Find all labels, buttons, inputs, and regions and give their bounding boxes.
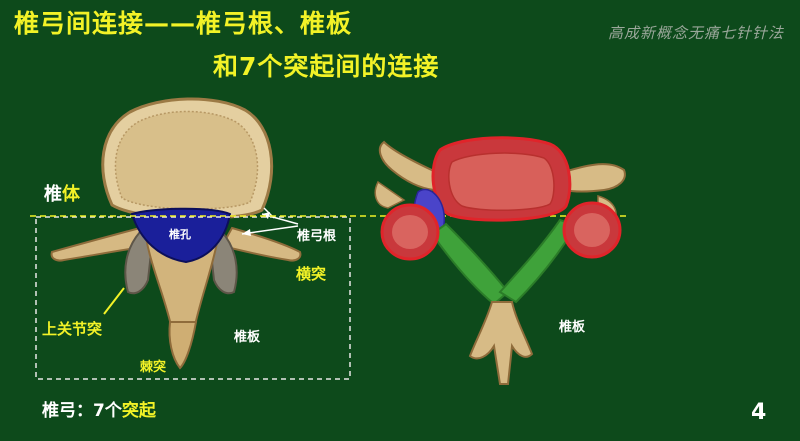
label-superior-articular-process: 上关节突 [42,320,103,338]
right-transverse-arm-right [563,163,626,193]
label-pedicle: 椎弓根 [297,229,337,244]
left-vertebra-illustration [35,97,351,380]
left-spinous-process [168,321,198,370]
label-vertebral-body-part2: 体 [62,184,80,205]
label-lamina-right: 椎板 [559,320,586,335]
label-transverse-process: 横突 [296,265,327,283]
right-lamina-right [498,218,578,304]
left-transverse-process-left [50,226,152,262]
left-vertebral-body-spongy [114,110,259,210]
left-region-box [35,216,351,380]
footnote-term: 椎弓 [42,401,76,421]
page-number: 4 [751,400,767,425]
label-vertebral-foramen: 椎孔 [169,228,191,241]
label-lamina-left: 椎板 [234,330,261,345]
left-transverse-process-right [220,226,302,262]
slide-title-line1: 椎弓间连接——椎弓根、椎板 [14,9,353,38]
left-vertebral-foramen [130,207,232,264]
label-spinous-process: 棘突 [140,360,167,375]
right-lamina-left [430,222,510,306]
footnote-count: 7个 [93,401,122,421]
footnote-rest: 突起 [121,401,156,421]
label-vertebral-body-part1: 椎 [44,184,62,205]
right-transverse-arm-left [378,140,438,192]
watermark: 高成新概念无痛七针针法 [607,24,784,42]
footnote: 椎弓：7个突起 [42,396,156,421]
right-spinous-process [468,301,534,385]
footnote-separator: ： [76,401,93,421]
articular-pointer-line [103,287,125,315]
label-vertebral-body: 椎体 [44,180,80,206]
right-vertebra-illustration [374,136,626,385]
slide-title-line2: 和7个突起间的连接 [213,52,440,81]
